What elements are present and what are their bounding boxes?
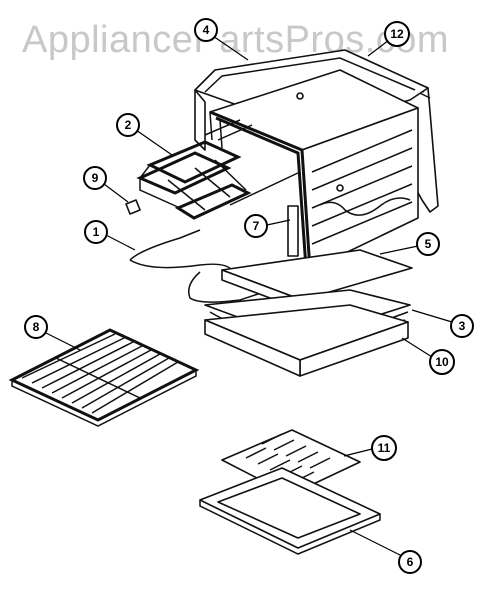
broil-pan: [199, 467, 381, 555]
callout-3: 3: [450, 314, 474, 338]
callout-5-label: 5: [425, 237, 432, 251]
callout-8-label: 8: [33, 320, 40, 334]
sensor-rod: [287, 205, 299, 257]
watermark-text: AppliancePartsPros.com: [22, 19, 449, 61]
callout-8: 8: [24, 315, 48, 339]
callout-2-label: 2: [125, 118, 132, 132]
callout-2: 2: [116, 113, 140, 137]
callout-11: 11: [371, 435, 397, 461]
callout-9: 9: [83, 166, 107, 190]
callout-7-label: 7: [253, 219, 260, 233]
callout-11-label: 11: [378, 441, 391, 455]
broil-pan-insert: [221, 429, 361, 496]
callout-10: 10: [429, 349, 455, 375]
callout-4: 4: [194, 18, 218, 42]
callout-3-label: 3: [459, 319, 466, 333]
clip-part: [125, 199, 141, 215]
callout-9-label: 9: [92, 171, 99, 185]
callout-1-label: 1: [93, 225, 100, 239]
callout-6-label: 6: [407, 555, 414, 569]
callout-1: 1: [84, 220, 108, 244]
callout-10-label: 10: [435, 355, 449, 369]
callout-7: 7: [244, 214, 268, 238]
oven-rack: [8, 328, 200, 427]
callout-12-label: 12: [390, 27, 404, 41]
broil-element: [136, 119, 301, 220]
callout-6: 6: [398, 550, 422, 574]
callout-5: 5: [416, 232, 440, 256]
leader-lines: [43, 35, 453, 557]
bottom-panel: [204, 304, 409, 377]
oven-cavity: [194, 49, 439, 271]
callout-4-label: 4: [203, 23, 210, 37]
callout-12: 12: [384, 21, 410, 47]
